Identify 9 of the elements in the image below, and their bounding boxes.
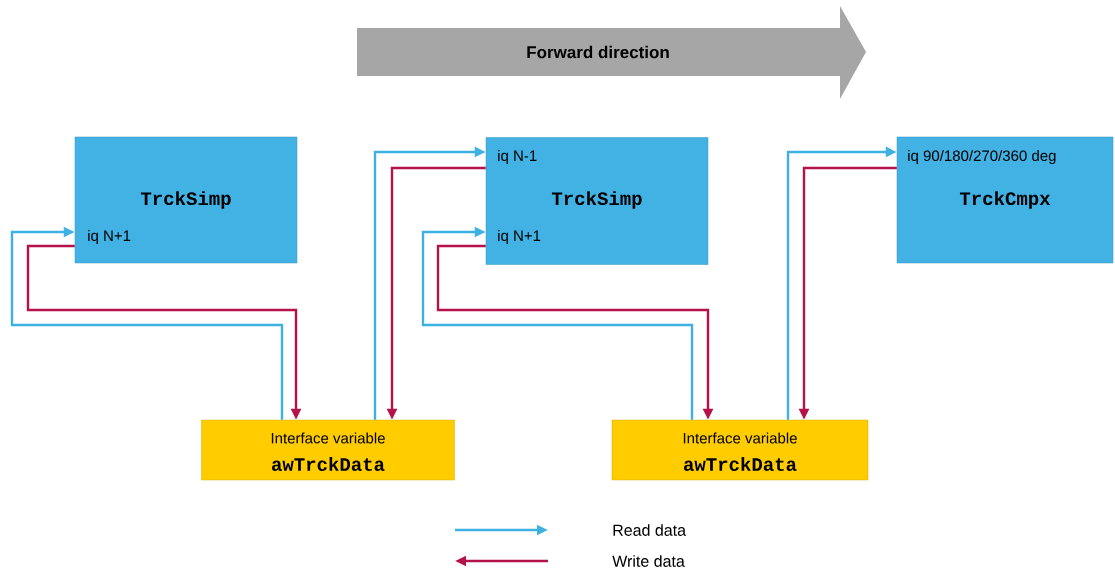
process-box: iq 90/180/270/360 deg TrckCmpx <box>896 136 1114 264</box>
process-box: TrckSimp iq N+1 <box>74 136 298 264</box>
arrow <box>10 226 284 420</box>
process-box: iq N-1 TrckSimp iq N+1 <box>485 137 709 265</box>
legend-label: Read data <box>613 524 686 536</box>
variable-box: Interface variable awTrckData <box>201 419 455 481</box>
legend-label: Write data <box>612 555 685 567</box>
variable-box: Interface variable awTrckData <box>611 419 869 481</box>
arrow <box>421 226 694 420</box>
